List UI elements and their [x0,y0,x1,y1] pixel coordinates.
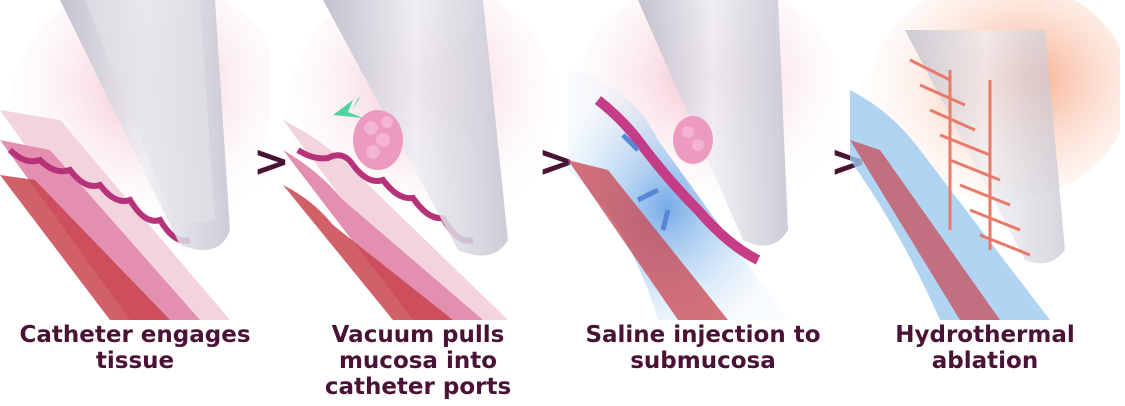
step-1-caption-line2: tissue [0,348,270,374]
step-1-panel: Catheter engages tissue [0,0,270,406]
step-2-caption-line2: mucosa into [283,348,553,374]
step-4-caption-line1: Hydrothermal [850,322,1120,348]
step-4-panel: Hydrothermal ablation [850,0,1120,406]
step-4-caption-line2: ablation [850,348,1120,374]
step-3-caption-line2: submucosa [568,348,838,374]
step-2-caption-line1: Vacuum pulls [283,322,553,348]
step-2-panel: Vacuum pulls mucosa into catheter ports [283,0,553,406]
step-1-caption: Catheter engages tissue [0,322,270,374]
step-3-panel: Saline injection to submucosa [568,0,838,406]
step-3-caption-line1: Saline injection to [568,322,838,348]
step-4-caption: Hydrothermal ablation [850,322,1120,374]
step-1-illustration [0,0,270,320]
step-2-illustration [283,0,553,320]
step-3-caption: Saline injection to submucosa [568,322,838,374]
step-1-caption-line1: Catheter engages [0,322,270,348]
step-2-caption-line3: catheter ports [283,374,553,400]
step-4-illustration [850,0,1120,320]
step-2-caption: Vacuum pulls mucosa into catheter ports [283,322,553,400]
step-3-illustration [568,0,838,320]
